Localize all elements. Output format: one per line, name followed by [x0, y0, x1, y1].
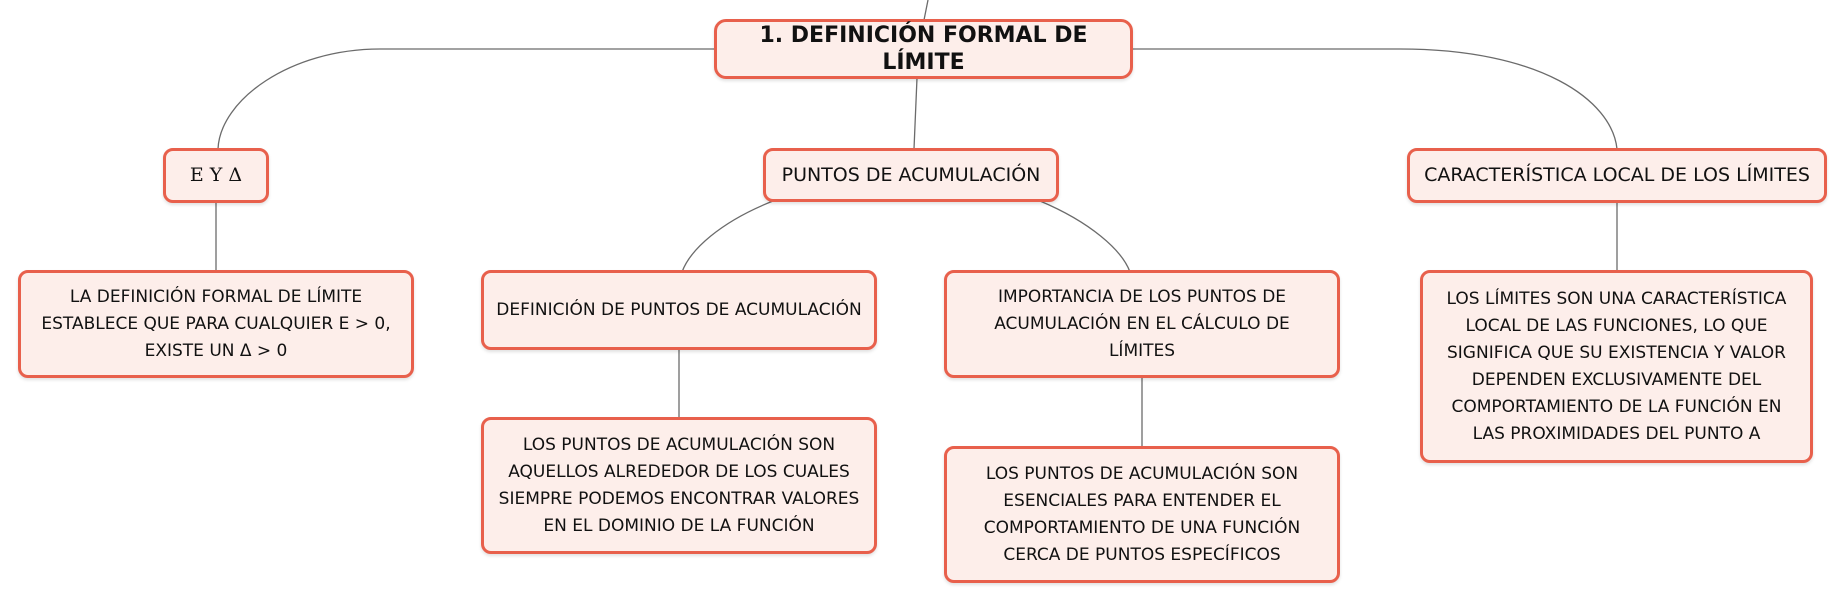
branch-caracteristica-local[interactable]: CARACTERÍSTICA LOCAL DE LOS LÍMITES [1407, 148, 1827, 203]
branch-puntos-de-acumulacion[interactable]: PUNTOS DE ACUMULACIÓN [763, 148, 1059, 202]
caracteristica-local-text-node[interactable]: LOS LÍMITES SON UNA CARACTERÍSTICA LOCAL… [1420, 270, 1813, 463]
importancia-puntos-node[interactable]: IMPORTANCIA DE LOS PUNTOS DE ACUMULACIÓN… [944, 270, 1340, 378]
definicion-puntos-detail-text: LOS PUNTOS DE ACUMULACIÓN SON AQUELLOS A… [498, 434, 860, 536]
epsilon-delta-definition-text: LA DEFINICIÓN FORMAL DE LÍMITE ESTABLECE… [41, 286, 391, 361]
connector-root-to-puntos [913, 77, 918, 150]
connector-root-to-epsilon-delta [217, 48, 716, 150]
connector-root-to-caracteristica [1131, 48, 1618, 150]
branch-epsilon-delta[interactable]: Ε Y Δ [163, 148, 269, 203]
caracteristica-local-text: LOS LÍMITES SON UNA CARACTERÍSTICA LOCAL… [1446, 288, 1787, 444]
branch-puntos-label: PUNTOS DE ACUMULACIÓN [781, 163, 1041, 186]
epsilon-delta-definition-node[interactable]: LA DEFINICIÓN FORMAL DE LÍMITE ESTABLECE… [18, 270, 414, 378]
importancia-puntos-label: IMPORTANCIA DE LOS PUNTOS DE ACUMULACIÓN… [994, 286, 1290, 361]
branch-epsilon-delta-label: Ε Y Δ [189, 164, 243, 186]
definicion-puntos-detail-node[interactable]: LOS PUNTOS DE ACUMULACIÓN SON AQUELLOS A… [481, 417, 877, 554]
connector-incoming [923, 0, 929, 21]
definicion-puntos-label: DEFINICIÓN DE PUNTOS DE ACUMULACIÓN [496, 299, 862, 320]
root-label: 1. DEFINICIÓN FORMAL DE LÍMITE [759, 23, 1088, 75]
branch-caracteristica-label: CARACTERÍSTICA LOCAL DE LOS LÍMITES [1424, 164, 1810, 186]
importancia-puntos-detail-text: LOS PUNTOS DE ACUMULACIÓN SON ESENCIALES… [983, 463, 1301, 565]
connector-puntos-to-importancia [1039, 200, 1131, 273]
root-node[interactable]: 1. DEFINICIÓN FORMAL DE LÍMITE [714, 19, 1133, 79]
connector-puntos-to-definicion [681, 200, 774, 273]
definicion-puntos-node[interactable]: DEFINICIÓN DE PUNTOS DE ACUMULACIÓN [481, 270, 877, 350]
importancia-puntos-detail-node[interactable]: LOS PUNTOS DE ACUMULACIÓN SON ESENCIALES… [944, 446, 1340, 583]
